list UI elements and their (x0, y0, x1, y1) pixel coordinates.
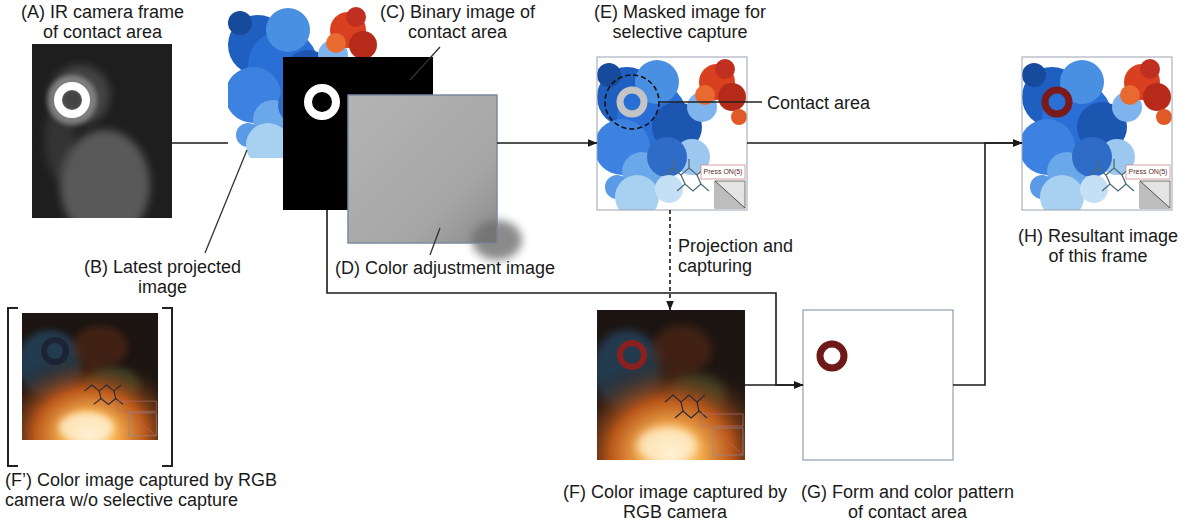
caption-text: (E) Masked image for selective capture (594, 2, 766, 42)
illustration-part (54, 82, 90, 118)
image-panel: (B) Latest projected image (228, 5, 378, 157)
bracket (8, 308, 18, 466)
leader-line (430, 228, 440, 255)
panel-caption: (A) IR camera frame of contact area (15, 2, 190, 42)
ir-frame (32, 44, 172, 218)
contact-outline (605, 75, 659, 129)
image-panel: (E) Masked image for selective capture (597, 57, 747, 210)
connector (327, 210, 803, 385)
leader-line (410, 47, 440, 80)
connector (745, 384, 803, 386)
contact-ring (620, 90, 644, 114)
masked-image (594, 57, 747, 219)
panel-caption: (H) Resultant image of this frame (1012, 226, 1184, 266)
caption-text: (B) Latest projected image (84, 257, 241, 297)
illustration-part (803, 310, 953, 460)
resultant-image (1019, 57, 1172, 219)
panel-caption: (F’) Color image captured by RGB camera … (5, 470, 290, 510)
camera-image (17, 313, 158, 443)
illustration-part (348, 95, 497, 243)
panel-caption: (C) Binary image of contact area (370, 2, 545, 42)
connector (497, 142, 597, 144)
label-text: Contact area (767, 93, 870, 113)
button-label: Press ON(5) (701, 165, 745, 179)
caption-text: (C) Binary image of contact area (380, 2, 535, 42)
connector (172, 142, 228, 144)
image-border (1022, 57, 1172, 210)
bracket (162, 308, 172, 466)
camera-image (592, 310, 745, 463)
leader-line (660, 101, 762, 102)
image-panel: (G) Form and color pattern of contact ar… (803, 310, 953, 460)
label-text: Press ON(5) (704, 168, 743, 175)
image-panel: (D) Color adjustment image (348, 95, 497, 243)
edge-label-text: Projection and capturing (678, 236, 793, 276)
leader-line (205, 150, 247, 253)
caption-text: (A) IR camera frame of contact area (21, 2, 184, 42)
pattern-image (803, 310, 953, 460)
callout-label: Contact area (767, 92, 897, 114)
caption-text: (F) Color image captured by RGB camera (563, 482, 787, 522)
connector (669, 210, 671, 310)
image-panel: (C) Binary image of contact area (283, 57, 433, 210)
caption-text: (D) Color adjustment image (335, 258, 555, 278)
contact-ring (1045, 90, 1069, 114)
color-adjustment-image (348, 95, 522, 260)
connector (747, 142, 1022, 144)
contact-ring (620, 343, 644, 367)
illustration-part (820, 344, 844, 368)
panel-caption: (E) Masked image for selective capture (580, 2, 780, 42)
image-border (597, 57, 747, 210)
caption-text: (H) Resultant image of this frame (1018, 226, 1178, 266)
illustration-part (50, 65, 110, 125)
caption-text: (F’) Color image captured by RGB camera … (5, 470, 277, 510)
image-panel: (H) Resultant image of this frame (1022, 57, 1172, 210)
illustration-part (308, 88, 336, 116)
caption-text: (G) Form and color pattern of contact ar… (801, 482, 1014, 522)
button-label: Press ON(5) (1126, 165, 1170, 179)
image-panel: (F) Color image captured by RGB camera (597, 310, 745, 460)
panel-caption: (G) Form and color pattern of contact ar… (795, 482, 1020, 522)
panel-caption: (B) Latest projected image (75, 257, 250, 297)
image-panel: (F’) Color image captured by RGB camera … (22, 313, 158, 440)
image-panel: (A) IR camera frame of contact area (32, 44, 172, 218)
edge-label: Projection and capturing (678, 236, 828, 276)
illustration-part (348, 95, 497, 243)
panel-caption: (F) Color image captured by RGB camera (555, 482, 795, 522)
label-text: Press ON(5) (1129, 168, 1168, 175)
contact-ring (44, 340, 66, 362)
illustration-part (58, 86, 86, 114)
connector (953, 143, 1022, 385)
panel-caption: (D) Color adjustment image (335, 258, 575, 278)
